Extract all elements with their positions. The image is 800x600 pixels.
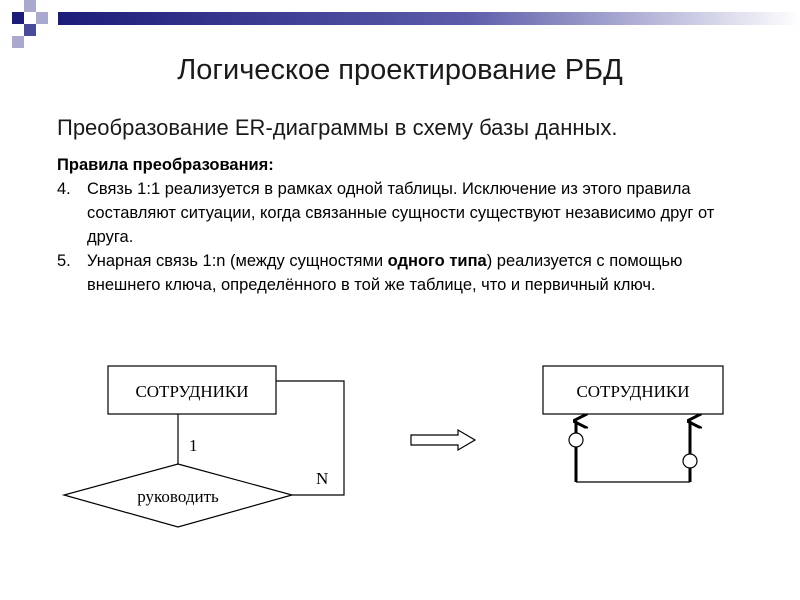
rule-text: Связь 1:1 реализуется в рамках одной таб… <box>87 180 715 246</box>
rule-number: 5. <box>57 252 71 270</box>
relationship-label: руководить <box>137 487 219 506</box>
deco-square <box>36 12 48 24</box>
deco-square <box>12 36 24 48</box>
cardinality-many: N <box>316 469 328 488</box>
transform-arrow-shape <box>410 428 477 452</box>
rule-text-part: Унарная связь 1:n (между сущностями <box>87 252 388 270</box>
deco-bar <box>58 12 800 25</box>
relationship-diamond <box>61 463 295 528</box>
slide-title: Логическое проектирование РБД <box>177 54 623 86</box>
deco-square <box>12 12 24 24</box>
entity-box <box>107 365 277 415</box>
key-marker-circle <box>568 432 584 448</box>
table-label: СОТРУДНИКИ <box>576 382 689 401</box>
slide-subtitle: Преобразование ER-диаграммы в схему базы… <box>57 115 618 140</box>
er-diagram-left: СОТРУДНИКИ руководить 1 N <box>61 365 345 528</box>
deco-square <box>24 0 36 12</box>
rule-item: 5. Унарная связь 1:n (между сущностями о… <box>57 249 757 297</box>
rule-text-part: ) реализуется с помощью внешнего ключа, … <box>87 252 683 294</box>
deco-square <box>24 24 36 36</box>
cardinality-one: 1 <box>189 436 198 455</box>
rules-block: Правила преобразования: 4. Связь 1:1 реа… <box>57 153 757 297</box>
table-box <box>542 365 724 415</box>
rule-number: 4. <box>57 180 71 198</box>
rule-item: 4. Связь 1:1 реализуется в рамках одной … <box>57 177 757 249</box>
relationship-line-many <box>276 380 345 496</box>
rules-heading: Правила преобразования: <box>57 156 274 174</box>
entity-label: СОТРУДНИКИ <box>135 382 248 401</box>
header-decoration <box>12 0 800 48</box>
rule-text: Унарная связь 1:n (между сущностями одно… <box>87 252 682 294</box>
table-diagram-right: СОТРУДНИКИ <box>542 365 724 483</box>
rule-text-emphasis: одного типа <box>387 252 487 270</box>
key-marker-circle <box>682 453 698 469</box>
transform-arrow <box>410 428 477 452</box>
